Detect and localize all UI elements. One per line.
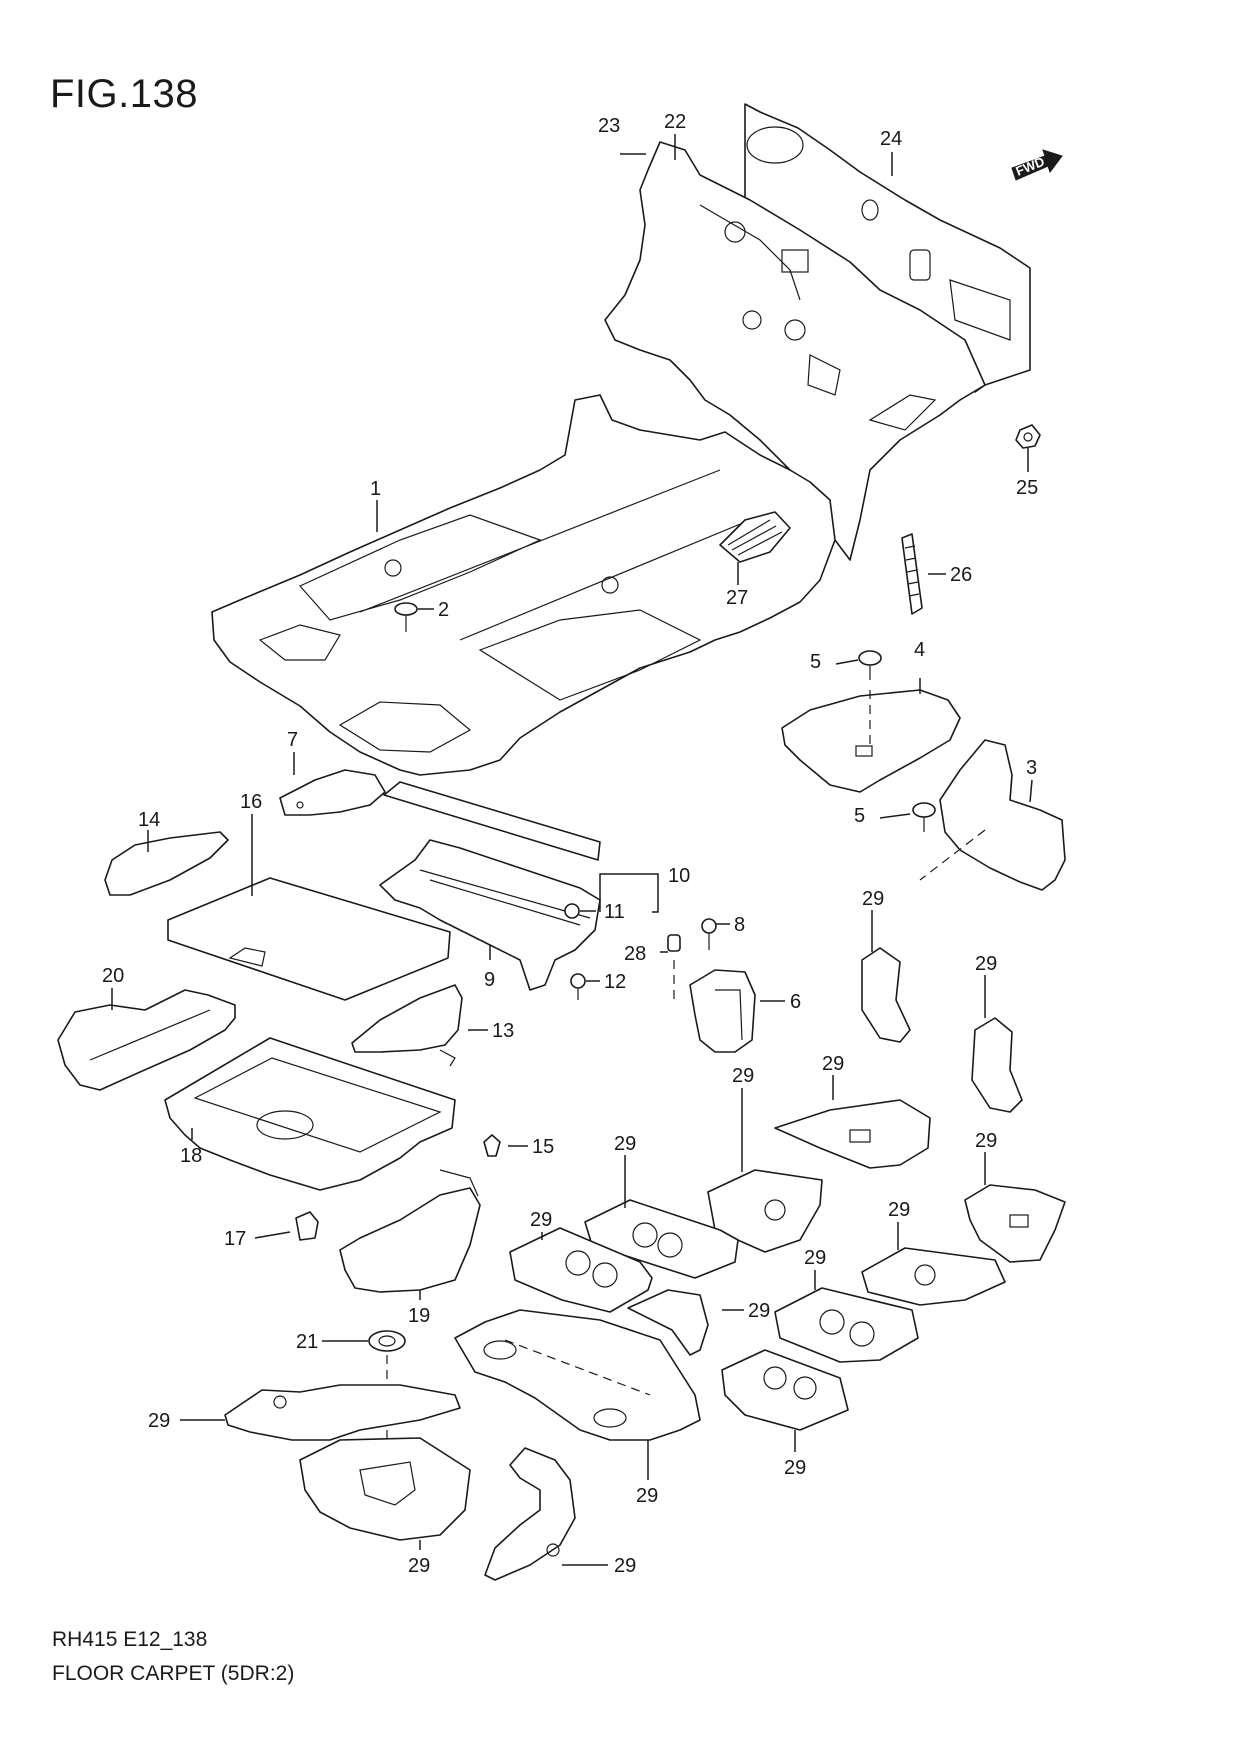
callout-13: 13 — [492, 1020, 514, 1042]
callout-24: 24 — [880, 128, 902, 150]
callout-29-k: 29 — [784, 1457, 806, 1479]
heel-pad-part[interactable] — [719, 511, 791, 563]
callout-5: 5 — [810, 651, 821, 673]
callout-2: 2 — [438, 599, 449, 621]
callout-3: 3 — [1026, 757, 1037, 779]
trim-board-part[interactable] — [383, 781, 601, 861]
callout-19: 19 — [408, 1305, 430, 1327]
callout-7: 7 — [287, 729, 298, 751]
callout-9: 9 — [484, 969, 495, 991]
pad-29-b[interactable] — [971, 1017, 1023, 1113]
bolt-8-part[interactable] — [701, 918, 717, 950]
callout-11: 11 — [604, 901, 625, 923]
callout-18: 18 — [180, 1145, 202, 1167]
pad-29-c[interactable] — [774, 1099, 931, 1169]
callout-22: 22 — [664, 111, 686, 133]
cross-member-part[interactable] — [379, 839, 601, 991]
clip-15-part[interactable] — [483, 1134, 501, 1157]
figure-code: RH415 E12_138 — [52, 1628, 208, 1651]
nut-part[interactable] — [1015, 424, 1041, 449]
callout-28: 28 — [624, 943, 646, 965]
callout-29-l: 29 — [636, 1485, 658, 1507]
pad-29-n[interactable] — [299, 1437, 471, 1541]
callout-14: 14 — [138, 809, 160, 831]
pad-29-g[interactable] — [964, 1184, 1066, 1263]
side-trim-right-part[interactable] — [351, 984, 463, 1067]
callout-29-b: 29 — [975, 953, 997, 975]
lower-tray-part[interactable] — [339, 1169, 481, 1293]
pad-29-l[interactable] — [454, 1309, 701, 1441]
callout-29-m: 29 — [148, 1410, 170, 1432]
carpet-clip-part[interactable] — [394, 602, 418, 632]
callout-8: 8 — [734, 914, 745, 936]
callout-29-o: 29 — [614, 1555, 636, 1577]
pad-29-i[interactable] — [627, 1289, 709, 1356]
callout-5b: 5 — [854, 805, 865, 827]
callout-4: 4 — [914, 639, 925, 661]
callout-29-n: 29 — [408, 1555, 430, 1577]
pad-29-h[interactable] — [861, 1247, 1006, 1306]
callout-6: 6 — [790, 991, 801, 1013]
pad-29-j[interactable] — [774, 1287, 919, 1363]
callout-29-j: 29 — [804, 1247, 826, 1269]
pad-29-o[interactable] — [484, 1447, 576, 1581]
callout-29-f: 29 — [530, 1209, 552, 1231]
luggage-board-part[interactable] — [167, 877, 451, 1001]
callout-16: 16 — [240, 791, 262, 813]
pad-29-k[interactable] — [721, 1349, 849, 1431]
callout-29-d: 29 — [732, 1065, 754, 1087]
callout-12: 12 — [604, 971, 626, 993]
figure-name: FLOOR CARPET (5DR:2) — [52, 1662, 295, 1685]
callout-27: 27 — [726, 587, 748, 609]
callout-15: 15 — [532, 1136, 554, 1158]
side-pad-part[interactable] — [919, 739, 1066, 891]
bolt-11-part[interactable] — [564, 903, 580, 919]
luggage-box-part[interactable] — [164, 1037, 456, 1191]
bolt-12-part[interactable] — [570, 973, 586, 1000]
callout-29-h: 29 — [888, 1199, 910, 1221]
callout-17: 17 — [224, 1228, 246, 1250]
callout-1: 1 — [370, 478, 381, 500]
callout-labels: 1 2 3 4 5 5 6 7 8 9 10 11 12 13 14 15 16… — [102, 111, 1038, 1577]
floor-carpet-part[interactable] — [211, 394, 836, 776]
callout-29-c: 29 — [822, 1053, 844, 1075]
bracket-part[interactable] — [279, 769, 386, 816]
leader-lines — [111, 134, 1033, 1566]
rear-floor-pad-part[interactable] — [781, 689, 961, 793]
side-tray-part[interactable] — [57, 989, 236, 1091]
figure-title: FIG.138 — [50, 72, 199, 116]
callout-10: 10 — [668, 865, 690, 887]
forward-arrow-icon: FWD — [1011, 149, 1063, 181]
callout-29-a: 29 — [862, 888, 884, 910]
callout-26: 26 — [950, 564, 972, 586]
push-clip-part-2[interactable] — [912, 802, 936, 832]
fwd-label: FWD — [1014, 154, 1047, 179]
callout-23: 23 — [598, 115, 620, 137]
callout-29-e: 29 — [614, 1133, 636, 1155]
side-box-part[interactable] — [689, 969, 756, 1053]
clip-17-part[interactable] — [295, 1211, 319, 1241]
vent-grille-part[interactable] — [901, 533, 923, 615]
callout-20: 20 — [102, 965, 124, 987]
side-trim-left-part[interactable] — [104, 831, 229, 896]
pad-29-m[interactable] — [224, 1384, 461, 1441]
stud-28-part[interactable] — [667, 934, 681, 1000]
pad-29-a[interactable] — [861, 947, 911, 1043]
pad-29-f[interactable] — [509, 1227, 653, 1313]
callout-29-g: 29 — [975, 1130, 997, 1152]
callout-29-i: 29 — [748, 1300, 770, 1322]
push-clip-part[interactable] — [858, 650, 882, 745]
callout-25: 25 — [1016, 477, 1038, 499]
callout-21: 21 — [296, 1331, 318, 1353]
